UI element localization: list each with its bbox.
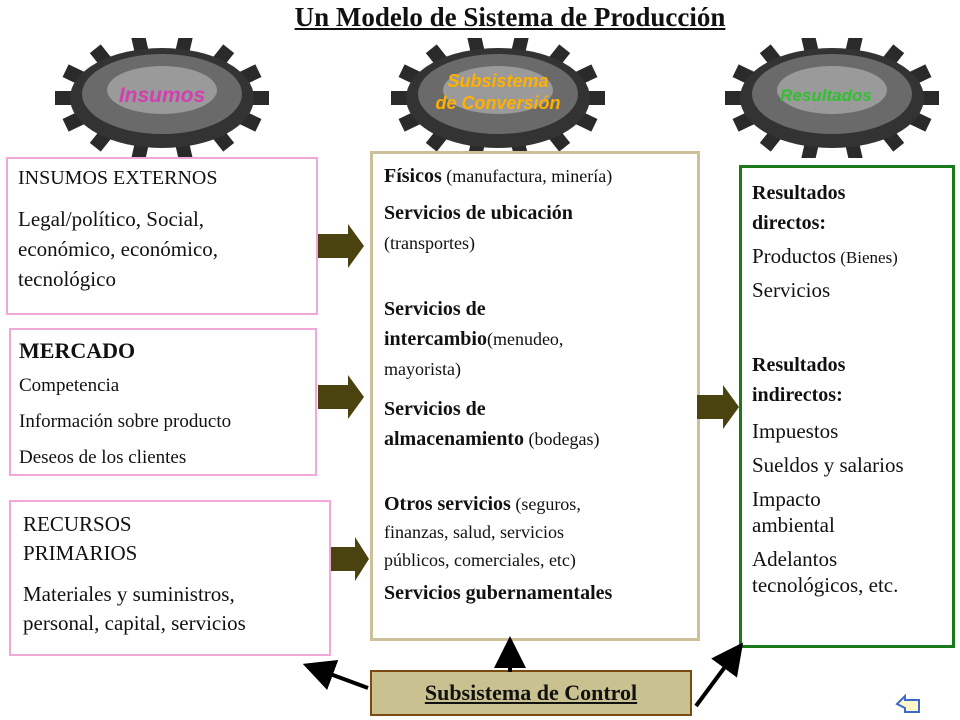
conversion-gear-icon [391, 38, 605, 158]
externos-arrow-icon [318, 224, 364, 268]
intercambio-note-line1: (menudeo, [486, 329, 564, 349]
insumos-externos-line3: tecnológico [18, 267, 116, 291]
insumos-externos-box: INSUMOS EXTERNOS Legal/político, Social,… [6, 157, 318, 315]
almacen-note: (bodegas) [523, 429, 600, 449]
resultados-indirectos-line1: Resultados [752, 354, 846, 376]
intercambio-note-line2: mayorista) [384, 359, 461, 379]
otros-note-line1: (seguros, [510, 494, 581, 514]
conversion-box: Físicos (manufactura, minería) Servicios… [370, 151, 700, 641]
insumos-gear-icon [55, 38, 269, 158]
bienes-note: (Bienes) [836, 248, 898, 267]
sueldos-label: Sueldos y salarios [752, 453, 904, 477]
impuestos-label: Impuestos [752, 419, 839, 443]
servicios-label: Servicios [752, 278, 831, 302]
feedback-arrow-right [694, 642, 744, 708]
resultados-gear-label: Resultados [780, 86, 872, 105]
conversion-gear-label-line1: Subsistema [447, 71, 549, 91]
return-icon[interactable] [893, 690, 923, 718]
almacen-label-line2: almacenamiento [384, 428, 524, 450]
productos-label: Productos [752, 244, 836, 268]
recursos-heading-line1: RECURSOS [23, 512, 132, 536]
fisicos-note: (manufactura, minería) [441, 166, 613, 186]
mercado-heading: MERCADO [19, 338, 136, 363]
resultados-box: Resultados directos: Productos (Bienes) … [739, 165, 955, 648]
ubicacion-note: (transportes) [384, 233, 475, 253]
impacto-line2: ambiental [752, 513, 835, 537]
control-subsystem-box: Subsistema de Control [370, 670, 692, 716]
recursos-heading-line2: PRIMARIOS [23, 541, 138, 565]
insumos-externos-line2: económico, económico, [18, 237, 219, 261]
resultados-directos-line1: Resultados [752, 182, 846, 204]
resultados-directos-line2: directos: [752, 212, 827, 234]
mercado-item-informacion: Información sobre producto [19, 411, 232, 432]
resultados-indirectos-line2: indirectos: [752, 384, 843, 406]
resultados-gear-icon [725, 38, 939, 158]
conversion-gear-label: Subsistema de Conversión [418, 70, 578, 114]
recursos-line2: personal, capital, servicios [23, 611, 246, 635]
almacen-label-line1: Servicios de [384, 398, 486, 420]
mercado-arrow-icon [318, 375, 364, 419]
insumos-gear-label: Insumos [118, 84, 206, 107]
gubernamentales-label: Servicios gubernamentales [384, 582, 613, 604]
recursos-primarios-box: RECURSOS PRIMARIOS Materiales y suminist… [9, 500, 331, 656]
mercado-box: MERCADO Competencia Información sobre pr… [9, 328, 317, 476]
adelantos-line2: tecnológicos, etc. [752, 573, 899, 597]
otros-label: Otros servicios [384, 493, 511, 515]
intercambio-label-line2: intercambio [384, 328, 487, 350]
mercado-item-deseos: Deseos de los clientes [19, 447, 187, 468]
insumos-externos-heading: INSUMOS EXTERNOS [18, 167, 218, 189]
otros-note-line3: públicos, comerciales, etc) [384, 550, 576, 570]
page-title: Un Modelo de Sistema de Producción [294, 2, 726, 32]
insumos-externos-line1: Legal/político, Social, [18, 207, 205, 231]
otros-note-line2: finanzas, salud, servicios [384, 522, 564, 542]
conversion-gear-label-line2: de Conversión [435, 93, 561, 113]
recursos-line1: Materiales y suministros, [23, 582, 235, 606]
output-arrow-icon [697, 385, 739, 429]
fisicos-label: Físicos [384, 165, 442, 187]
adelantos-line1: Adelantos [752, 547, 838, 571]
impacto-line1: Impacto [752, 487, 821, 511]
intercambio-label-line1: Servicios de [384, 298, 486, 320]
ubicacion-label: Servicios de ubicación [384, 202, 573, 224]
mercado-item-competencia: Competencia [19, 375, 120, 396]
feedback-arrow-left [302, 659, 369, 690]
recursos-arrow-icon [331, 537, 369, 581]
